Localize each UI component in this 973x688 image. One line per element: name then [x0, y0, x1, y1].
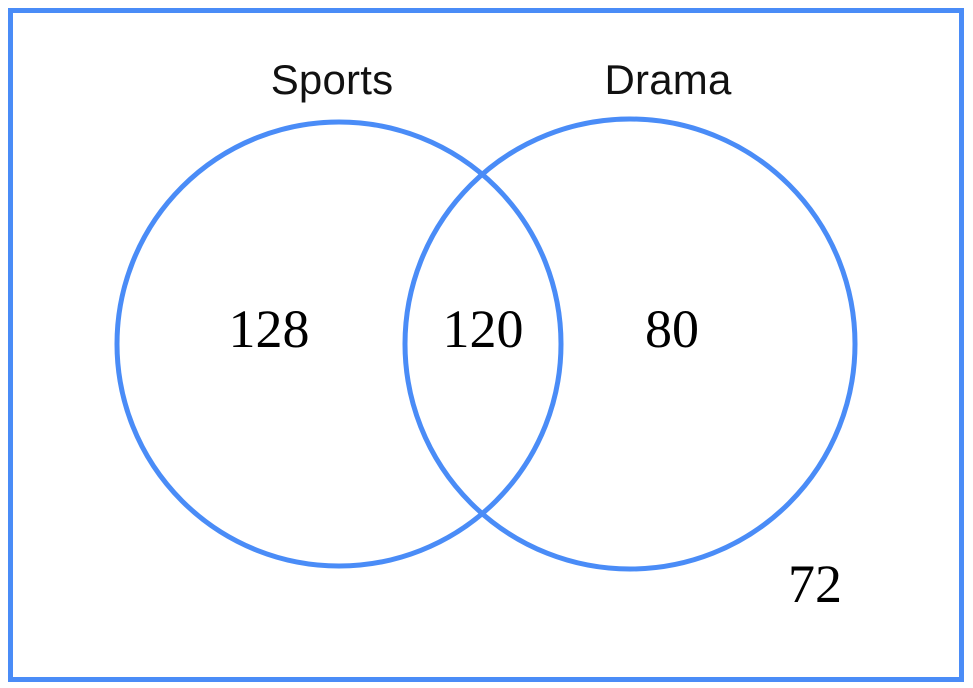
count-sports-only: 128: [228, 299, 310, 359]
universe-rectangle: [8, 8, 964, 682]
count-drama-only: 80: [645, 299, 699, 359]
count-outside-sets: 72: [788, 554, 842, 614]
set-label-drama: Drama: [604, 56, 732, 103]
sports-circle: [114, 119, 564, 569]
drama-circle: [402, 116, 858, 572]
count-intersection: 120: [442, 299, 524, 359]
set-label-sports: Sports: [270, 56, 394, 103]
